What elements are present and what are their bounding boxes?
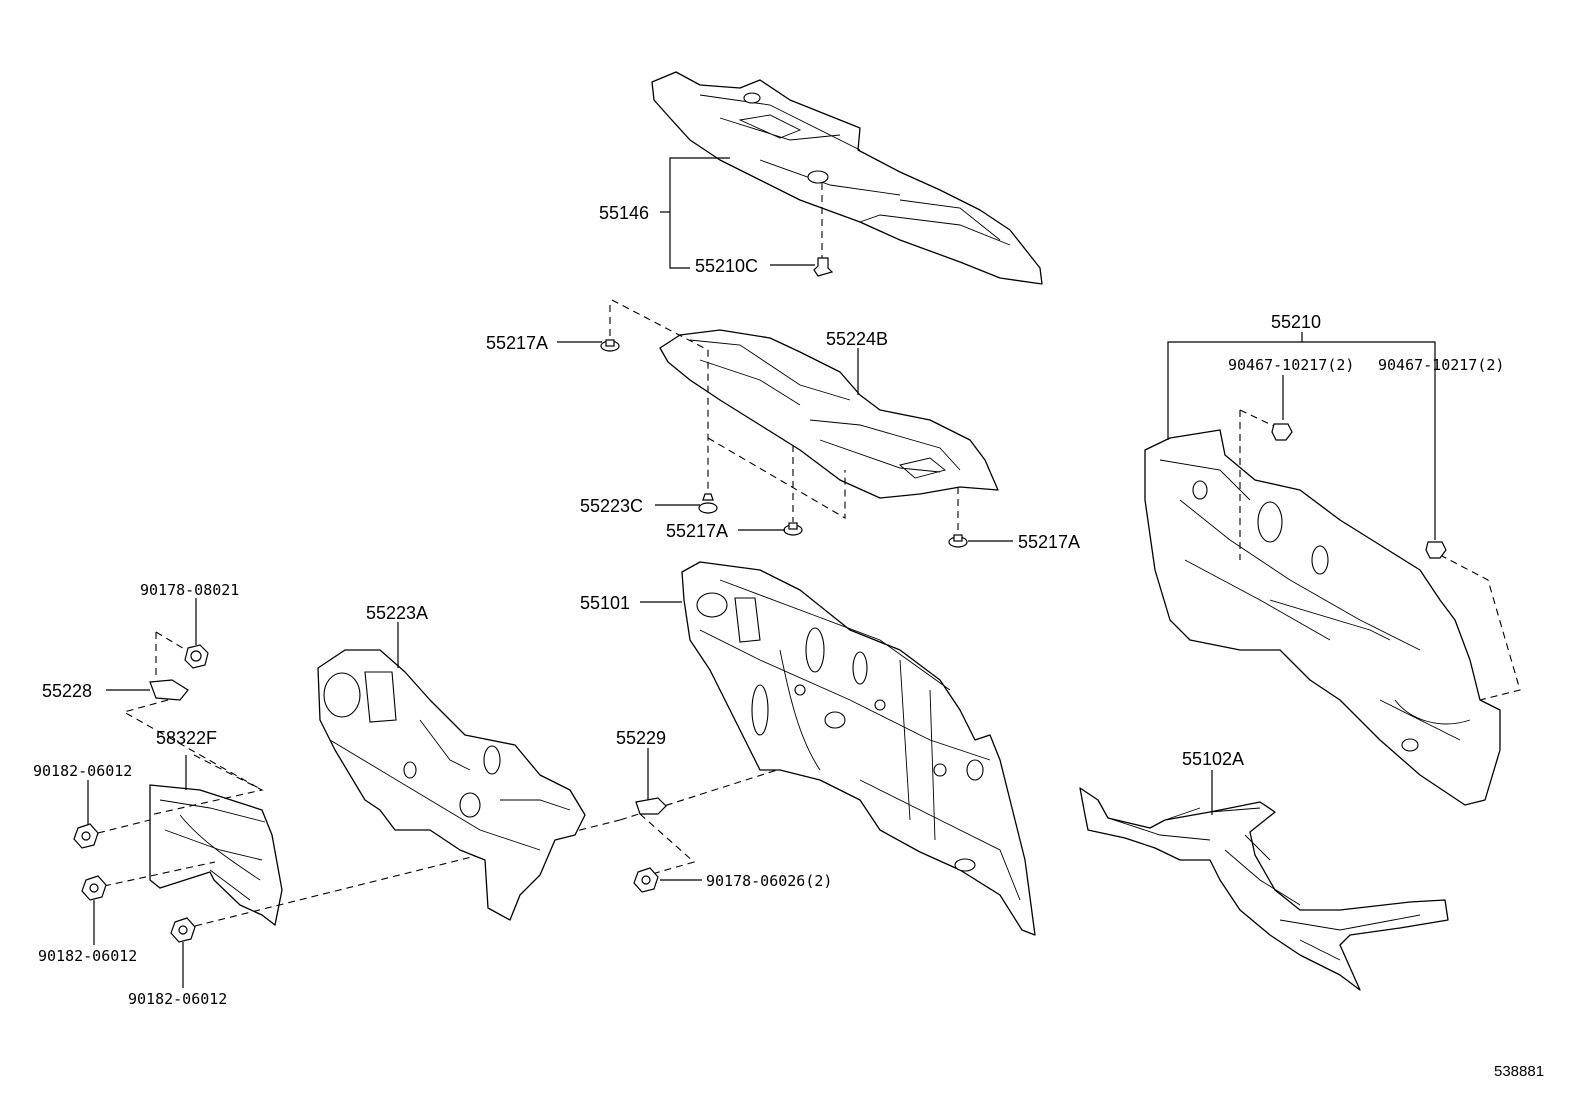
part-55224b-insulator <box>659 329 999 499</box>
clip-55217a-top <box>600 339 620 352</box>
nut-90182-a <box>73 823 99 849</box>
label-55217a-mid: 55217A <box>666 521 728 541</box>
clip-55217a-mid <box>783 522 803 536</box>
label-90182-a: 90182-06012 <box>33 762 132 780</box>
label-55210: 55210 <box>1271 312 1321 332</box>
part-55146-insulator <box>651 71 1043 285</box>
label-55217a-right: 55217A <box>1018 532 1080 552</box>
leader-55146 <box>669 157 730 269</box>
label-58322f: 58322F <box>156 728 217 748</box>
label-55210c: 55210C <box>695 256 758 276</box>
label-55223c: 55223C <box>580 496 643 516</box>
label-90178-08021: 90178-08021 <box>140 581 239 599</box>
dash-55217a-mid <box>707 437 846 519</box>
part-58322f-bracket <box>149 784 283 926</box>
nut-90182-c <box>170 917 196 943</box>
label-55228: 55228 <box>42 681 92 701</box>
label-90182-c: 90182-06012 <box>128 990 227 1008</box>
part-55229-bracket <box>635 797 667 815</box>
nut-90178-08021 <box>184 644 209 669</box>
part-55228-bracket <box>149 679 189 701</box>
label-90467-right: 90467-10217(2) <box>1378 356 1504 374</box>
label-55101: 55101 <box>580 593 630 613</box>
part-55223a-insulator <box>317 649 586 921</box>
nut-90178-06026 <box>633 867 659 893</box>
label-55224b: 55224B <box>826 329 888 349</box>
nut-90182-b <box>81 875 107 901</box>
diagram-reference-number: 538881 <box>1494 1063 1544 1080</box>
clip-90467-left <box>1271 423 1293 441</box>
label-90182-b: 90182-06012 <box>38 947 137 965</box>
dash-55223c <box>611 299 709 500</box>
part-55101-dash-panel <box>681 561 1036 936</box>
dash-90467-right <box>1439 554 1521 701</box>
label-55102a: 55102A <box>1182 749 1244 769</box>
part-55102a-cowl <box>1079 787 1449 991</box>
clip-55217a-right <box>948 534 968 548</box>
clip-55210c <box>813 257 834 277</box>
clip-90467-right <box>1425 541 1447 559</box>
label-90467-left: 90467-10217(2) <box>1228 356 1354 374</box>
label-55146: 55146 <box>599 203 649 223</box>
part-55210-insulator <box>1144 429 1501 806</box>
label-90178-06026: 90178-06026(2) <box>706 872 832 890</box>
clip-55223c <box>698 493 718 514</box>
label-55229: 55229 <box>616 728 666 748</box>
label-55223a: 55223A <box>366 603 428 623</box>
label-55217a-top: 55217A <box>486 333 548 353</box>
